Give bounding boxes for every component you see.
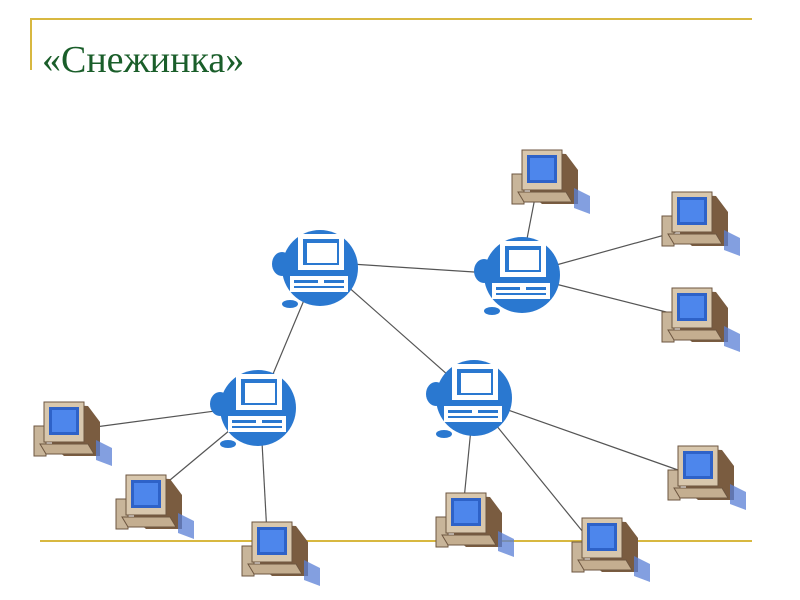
workstation-computer-icon [667, 445, 747, 511]
hub-computer-icon [426, 360, 512, 438]
left-rule [30, 18, 32, 70]
workstation-computer-icon [661, 287, 741, 353]
workstation-computer-icon [33, 401, 113, 467]
workstation-computer-icon [241, 521, 321, 587]
workstation-computer-icon [435, 492, 515, 558]
slide-title: «Снежинка» [42, 39, 245, 81]
workstation-computer-icon [571, 517, 651, 583]
hub-computer-icon [272, 230, 358, 308]
workstation-computer-icon [511, 149, 591, 215]
workstation-computer-icon [115, 474, 195, 540]
workstation-computer-icon [661, 191, 741, 257]
bottom-rule [40, 540, 752, 542]
hub-computer-icon [474, 237, 560, 315]
top-rule [30, 18, 752, 20]
